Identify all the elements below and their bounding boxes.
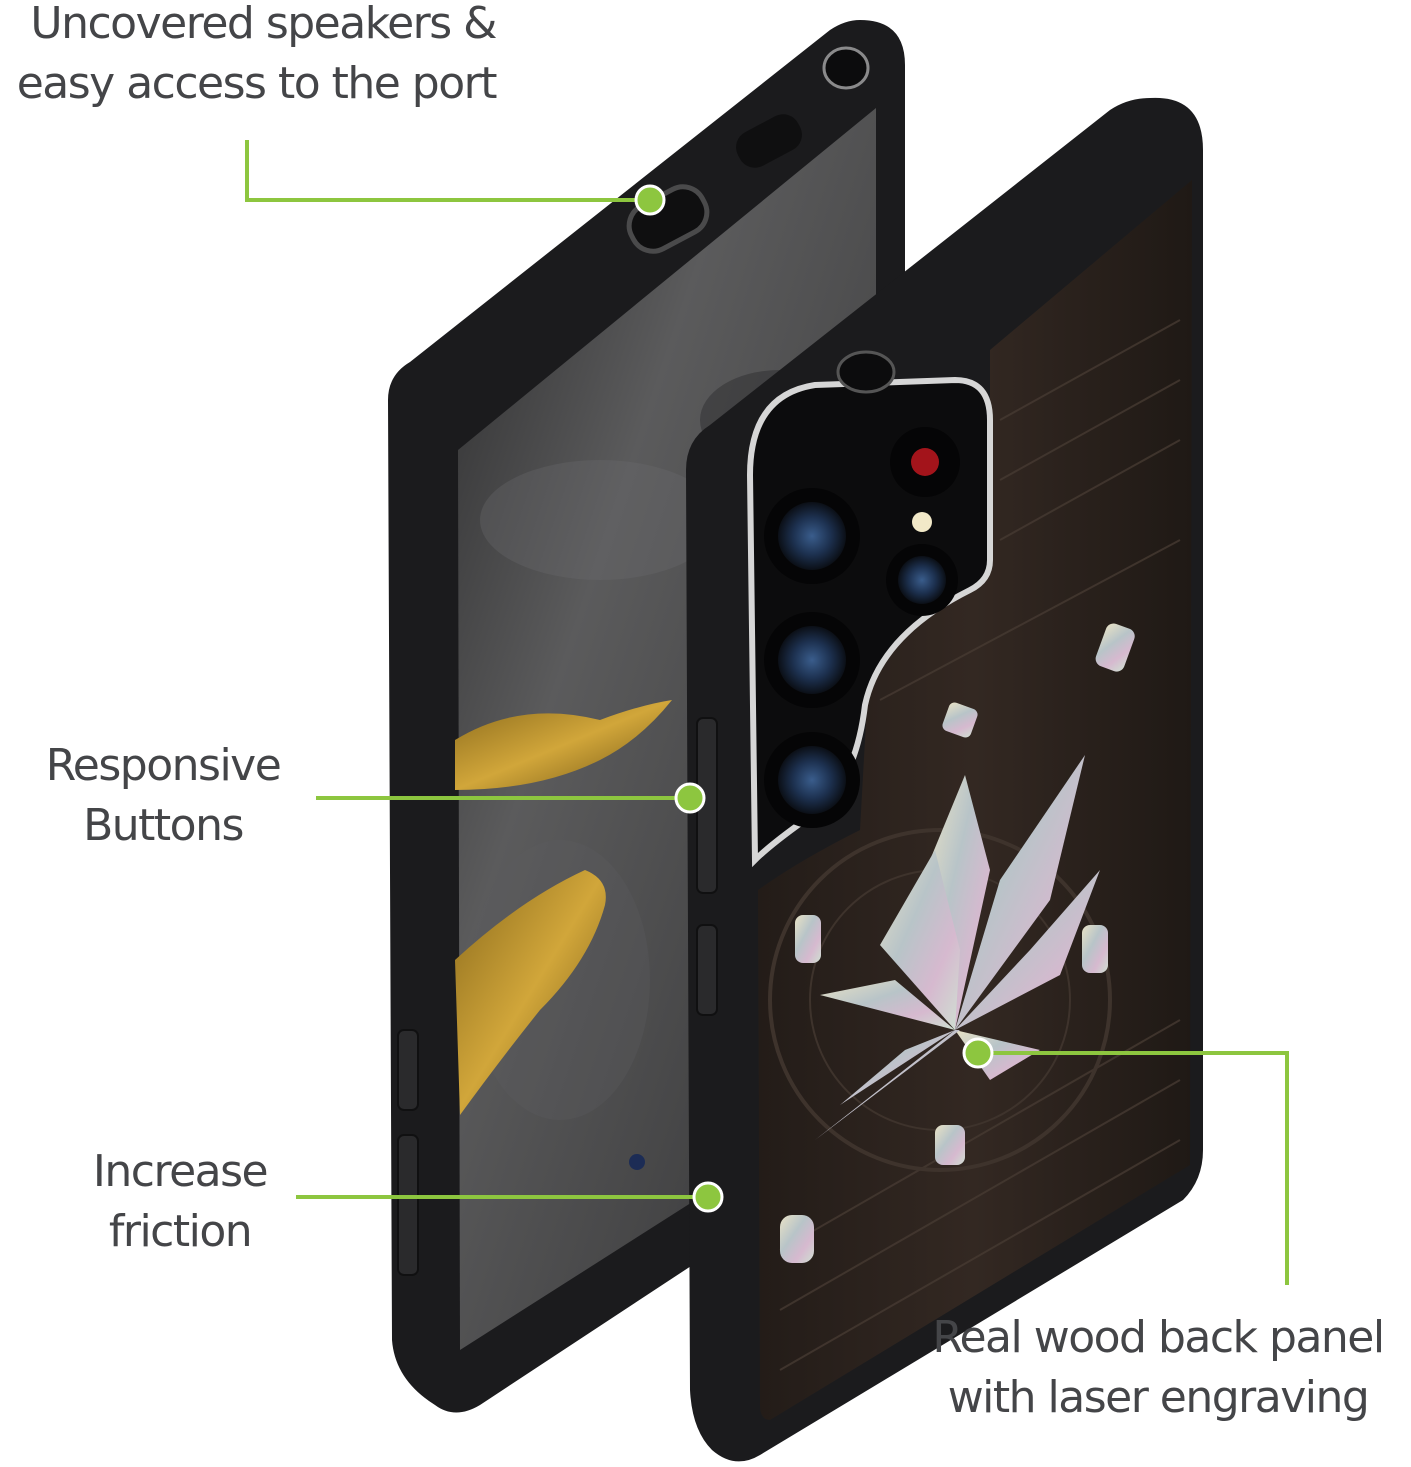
speakers-callout-line [245, 140, 650, 202]
golden-leaf-upper [455, 700, 672, 790]
callout-lines [245, 140, 1289, 1285]
camera-lens-2-icon [778, 626, 846, 694]
speakers-callout-line1: Uncovered speakers & [30, 0, 497, 49]
buttons-callout-line1: Responsive [45, 740, 282, 791]
golden-leaf-lower [455, 870, 606, 1115]
mic-cutout-icon [836, 350, 896, 394]
front-camera-icon [629, 1154, 645, 1170]
friction-callout-line2: friction [108, 1206, 253, 1257]
buttons-callout-line2: Buttons [83, 800, 244, 851]
flash-icon [912, 512, 932, 532]
speakers-callout-label: Uncovered speakers & easy access to the … [0, 0, 498, 114]
buttons-callout-label: Responsive Buttons [20, 736, 306, 856]
usb-port-icon [736, 114, 802, 168]
engraved-compass-circle [768, 828, 1112, 1172]
power-button-right [696, 924, 718, 1016]
camera-lens-4-icon [898, 556, 946, 604]
callout-dots [634, 184, 994, 1213]
camera-lens-3-icon [778, 746, 846, 814]
laser-sensor-icon [911, 448, 939, 476]
shell-inlay-leaf-icon [815, 755, 1100, 1140]
friction-callout-line1: Increase [92, 1146, 269, 1197]
back-case [686, 97, 1203, 1462]
wood-callout-line [978, 1051, 1289, 1285]
friction-callout-label: Increase friction [60, 1142, 300, 1262]
wood-callout-line1: Real wood back panel [932, 1312, 1385, 1363]
wood-callout-label: Real wood back panel with laser engravin… [905, 1308, 1411, 1428]
power-button-left [397, 1029, 419, 1111]
sim-tray-icon [822, 46, 870, 90]
volume-buttons-left [397, 1134, 419, 1276]
wood-back-panel [758, 180, 1192, 1420]
speakers-callout-line2: easy access to the port [16, 58, 498, 109]
camera-lens-1-icon [778, 502, 846, 570]
wood-callout-line2: with laser engraving [947, 1372, 1370, 1423]
